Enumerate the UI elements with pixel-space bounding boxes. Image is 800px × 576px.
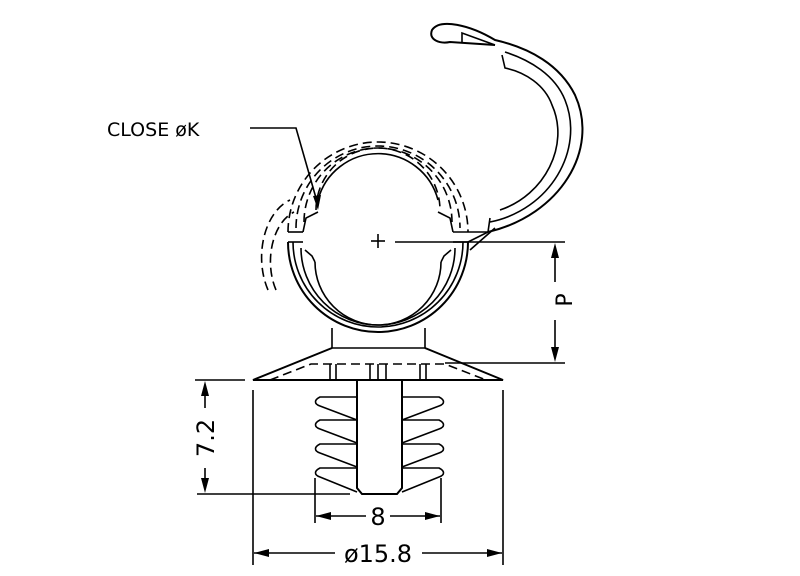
dimension-hole-width-label: 8 xyxy=(370,503,385,531)
dimension-p-label: P xyxy=(553,293,578,306)
center-mark xyxy=(371,234,565,248)
latch-arm-open xyxy=(430,22,584,233)
flange xyxy=(252,328,504,381)
callout-leader xyxy=(250,127,321,210)
ring-upper-solid xyxy=(288,152,496,251)
callout-close-label: CLOSE øK xyxy=(107,119,200,141)
ring-upper-closed-position xyxy=(260,141,469,291)
shank-fins xyxy=(314,380,445,495)
dimension-p xyxy=(445,243,565,364)
ring-lower xyxy=(287,241,469,333)
dimension-flange-diameter xyxy=(252,390,504,565)
dimension-height xyxy=(195,379,350,495)
dimension-hole-width xyxy=(314,478,442,523)
dimension-height-label: 7.2 xyxy=(192,419,220,457)
dimension-flange-diameter-label: ø15.8 xyxy=(344,540,412,568)
